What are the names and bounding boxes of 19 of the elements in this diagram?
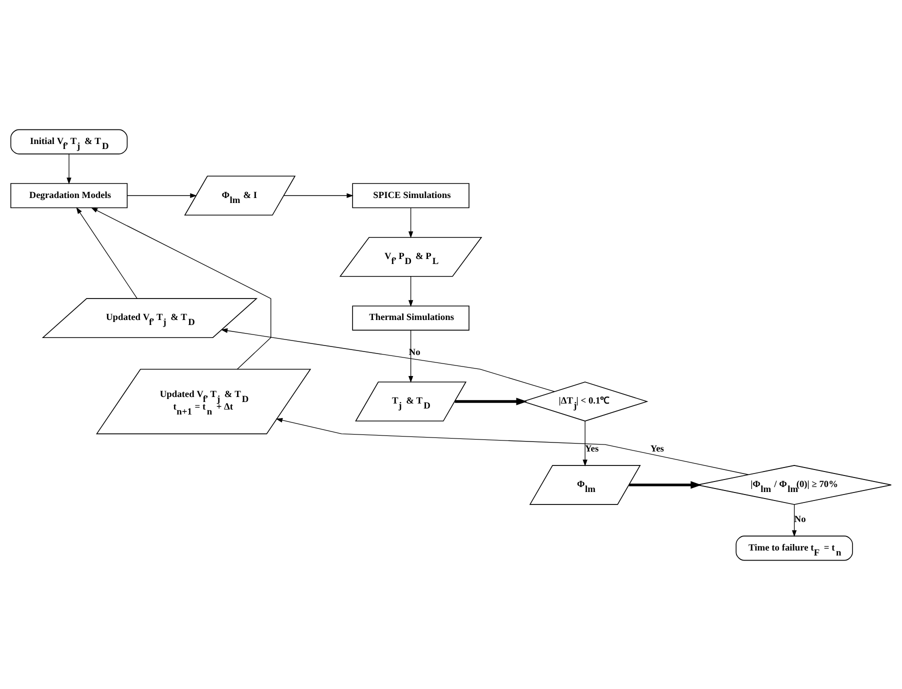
arrow xyxy=(76,206,138,298)
arrow xyxy=(454,397,528,405)
arrow xyxy=(220,328,555,392)
node-box: SPICE Simulations xyxy=(352,182,470,208)
arrow xyxy=(792,504,797,536)
arrow xyxy=(408,276,414,306)
arrow xyxy=(582,420,588,466)
arrow xyxy=(408,330,414,382)
node-box: Thermal Simulations xyxy=(352,305,470,330)
arrow xyxy=(629,480,702,488)
edge-label: Yes xyxy=(650,444,664,454)
arrow xyxy=(284,192,354,198)
arrow xyxy=(127,192,197,198)
node-box: Degradation Models xyxy=(10,182,128,208)
edge-label: No xyxy=(794,514,806,525)
arrow xyxy=(276,417,749,474)
arrow xyxy=(66,153,72,184)
arrow xyxy=(408,207,414,238)
arrow xyxy=(90,206,272,370)
